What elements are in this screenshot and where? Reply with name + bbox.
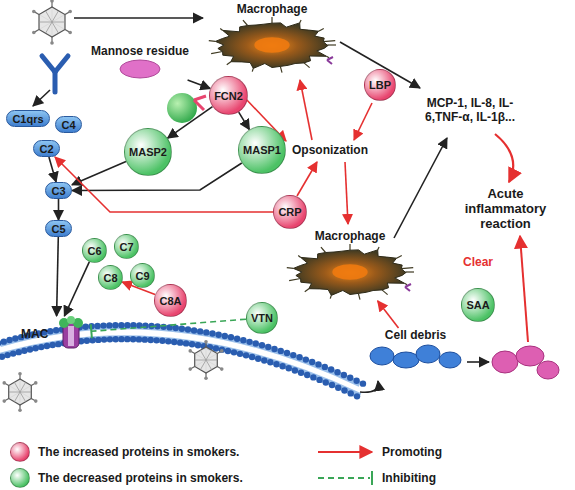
protein-circle: MASP1: [238, 126, 286, 174]
macrophage-cell: Macrophage: [285, 229, 415, 301]
mannose-residue: Mannose residue: [91, 44, 189, 80]
legend-swatch: [10, 442, 30, 462]
inhibit-bar: [91, 324, 92, 338]
cleared-debris: [492, 346, 559, 379]
node-label: C8A: [159, 295, 181, 307]
arrow-connector: [57, 237, 59, 316]
macrophage-cell: Macrophage: [207, 2, 337, 74]
protein-circle: SAA: [461, 288, 495, 322]
complement-component: C1qrs: [6, 110, 50, 127]
legend-swatch: [10, 468, 30, 488]
debris-fragments: [368, 342, 463, 372]
node-label: Macrophage: [315, 229, 386, 243]
complement-component: C8: [98, 265, 123, 290]
legend-text: Promoting: [382, 445, 442, 459]
node-label: C9: [135, 270, 149, 282]
macrophage-body: [285, 243, 415, 301]
complement-component: C2: [33, 140, 60, 157]
node-label: C1qrs: [12, 113, 43, 125]
protein-circle: C8A: [154, 284, 187, 317]
legend-text: The increased proteins in smokers.: [38, 445, 239, 459]
arrow-connector: [168, 107, 213, 139]
node-label: CRP: [278, 206, 301, 218]
complement-component: C3: [45, 182, 72, 199]
mannose-ellipse: [118, 58, 162, 80]
arrow-connector: [378, 301, 399, 328]
node-label: VTN: [251, 312, 273, 324]
arrow-connector: [49, 157, 56, 182]
node-label: C5: [51, 223, 65, 235]
complement-component: C4: [55, 116, 82, 133]
protein-circle: FCN2: [209, 76, 248, 115]
lectin-ball: [167, 93, 206, 123]
legend-text: Inhibiting: [382, 471, 436, 485]
legend-line-samples: [318, 452, 372, 485]
arrow-connector: [239, 112, 250, 130]
node-label: SAA: [466, 299, 489, 311]
outcome-label: Acute inflammatory reaction: [453, 186, 558, 231]
cell-membrane: [0, 322, 366, 400]
complement-component: C7: [114, 234, 139, 259]
node-label: FCN2: [214, 90, 243, 102]
complement-component: C5: [45, 220, 72, 237]
node-label: MASP1: [243, 144, 281, 156]
node-label: Macrophage: [237, 2, 308, 16]
node-label: Cell debris: [385, 328, 446, 342]
protein-circle: VTN: [246, 302, 278, 334]
node-label: C3: [51, 185, 65, 197]
node-label: MASP2: [129, 146, 167, 158]
cytokine-list: MCP-1, IL-8, IL-6,TNF-α, IL-1β...: [420, 96, 520, 124]
inhibit-connector: [91, 319, 246, 331]
node-label: LBP: [369, 79, 391, 91]
node-label: Mannose residue: [91, 44, 189, 58]
antibody-symbol: [42, 56, 68, 92]
macrophage-body: [207, 16, 337, 74]
complement-component: C6: [82, 238, 107, 263]
legend-text: The decreased proteins in smokers.: [38, 471, 243, 485]
node-label: C4: [61, 119, 75, 131]
node-label: C6: [87, 245, 101, 257]
process-label: Clear: [463, 255, 493, 269]
node-label: MAC: [21, 327, 48, 341]
protein-circle: LBP: [364, 69, 396, 101]
cell-debris: Cell debris: [368, 328, 463, 372]
arrow-connector: [188, 80, 211, 89]
arrow-connector: [64, 262, 89, 316]
flow-arrows: [33, 18, 528, 392]
virus-icons: [2, 0, 223, 412]
mac-pore-icon: [51, 316, 91, 352]
node-label: C2: [39, 143, 53, 155]
arrow-connector: [58, 199, 60, 220]
process-label: Opsonization: [292, 143, 368, 157]
node-label: C8: [103, 272, 117, 284]
protein-circle: CRP: [273, 195, 307, 229]
protein-circle: MASP2: [124, 128, 172, 176]
complement-component: C9: [130, 263, 155, 288]
node-label: C7: [119, 241, 133, 253]
membrane-attack-complex: MAC: [21, 316, 91, 352]
